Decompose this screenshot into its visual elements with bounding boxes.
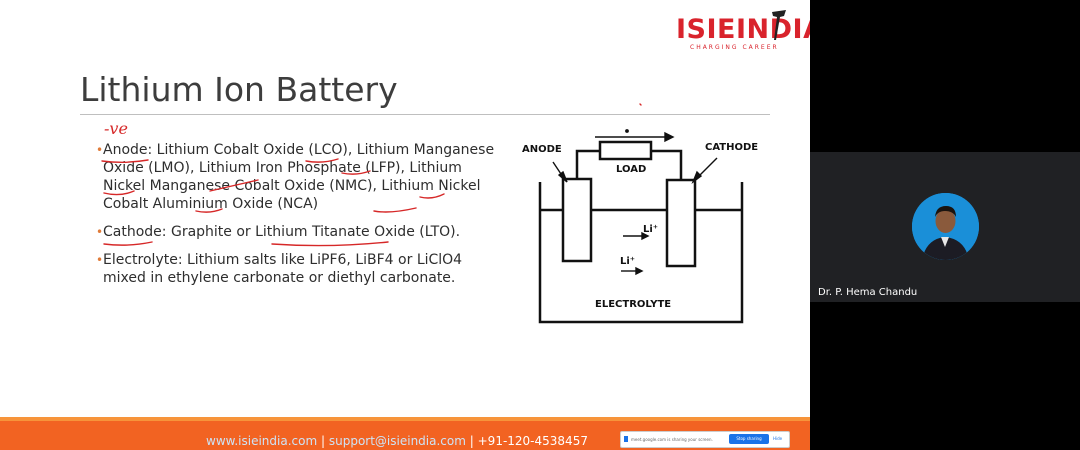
torch-icon bbox=[772, 10, 786, 40]
bullet-dot: • bbox=[96, 225, 104, 239]
bullet-cathode: •Cathode: Graphite or Lithium Titanate O… bbox=[96, 223, 496, 241]
stop-sharing-button[interactable]: Stop sharing bbox=[729, 434, 769, 444]
electrolyte-label: ELECTROLYTE bbox=[595, 299, 671, 310]
bullet-text: : Graphite or Lithium Titanate Oxide (LT… bbox=[161, 224, 461, 240]
handwritten-negative-note: -ve bbox=[104, 119, 128, 138]
footer-separator: | bbox=[469, 434, 474, 448]
isieindia-logo: ISIEINDIA CHARGING CAREER bbox=[676, 10, 810, 52]
sharing-icon bbox=[624, 436, 628, 442]
bullet-anode: •Anode: Lithium Cobalt Oxide (LCO), Lith… bbox=[96, 141, 496, 213]
bullet-label: Anode bbox=[103, 142, 148, 158]
participant-avatar bbox=[912, 193, 979, 260]
battery-diagram: ANODE CATHODE LOAD ELECTROLYTE Li⁺ Li⁺ bbox=[522, 129, 758, 324]
ion-label-2: Li⁺ bbox=[620, 256, 635, 267]
ion-label: Li⁺ bbox=[643, 224, 658, 235]
logo-text: ISIEINDIA bbox=[676, 14, 810, 45]
bullet-label: Cathode bbox=[103, 224, 162, 240]
title-divider bbox=[80, 114, 770, 115]
screen-share-bar: meet.google.com is sharing your screen. … bbox=[620, 431, 790, 448]
hide-button[interactable]: Hide bbox=[773, 436, 783, 441]
bullet-label: Electrolyte bbox=[103, 252, 178, 268]
footer-separator: | bbox=[320, 434, 326, 448]
logo-tagline: CHARGING CAREER bbox=[690, 44, 779, 51]
load-label: LOAD bbox=[616, 164, 646, 175]
email-link[interactable]: support@isieindia.com bbox=[328, 434, 466, 448]
footer-accent-line bbox=[0, 417, 810, 421]
bullet-text: : Lithium salts like LiPF6, LiBF4 or LiC… bbox=[103, 252, 463, 286]
participant-name: Dr. P. Hema Chandu bbox=[818, 287, 918, 298]
bullet-dot: • bbox=[96, 143, 104, 157]
cathode-label: CATHODE bbox=[705, 142, 758, 153]
anode-label: ANODE bbox=[522, 144, 562, 155]
website-link[interactable]: www.isieindia.com bbox=[206, 434, 318, 448]
footer-contact: www.isieindia.com | support@isieindia.co… bbox=[206, 434, 588, 448]
presentation-slide: ISIEINDIA CHARGING CAREER Lithium Ion Ba… bbox=[0, 0, 810, 450]
person-icon bbox=[912, 193, 979, 260]
bullet-text: : Lithium Cobalt Oxide (LCO), Lithium Ma… bbox=[103, 142, 495, 212]
slide-title: Lithium Ion Battery bbox=[80, 70, 398, 109]
bullet-dot: • bbox=[96, 253, 104, 267]
phone-number: +91-120-4538457 bbox=[477, 434, 588, 448]
bullet-list: •Anode: Lithium Cobalt Oxide (LCO), Lith… bbox=[96, 141, 496, 297]
bullet-electrolyte: •Electrolyte: Lithium salts like LiPF6, … bbox=[96, 251, 496, 287]
share-message: meet.google.com is sharing your screen. bbox=[631, 437, 713, 442]
